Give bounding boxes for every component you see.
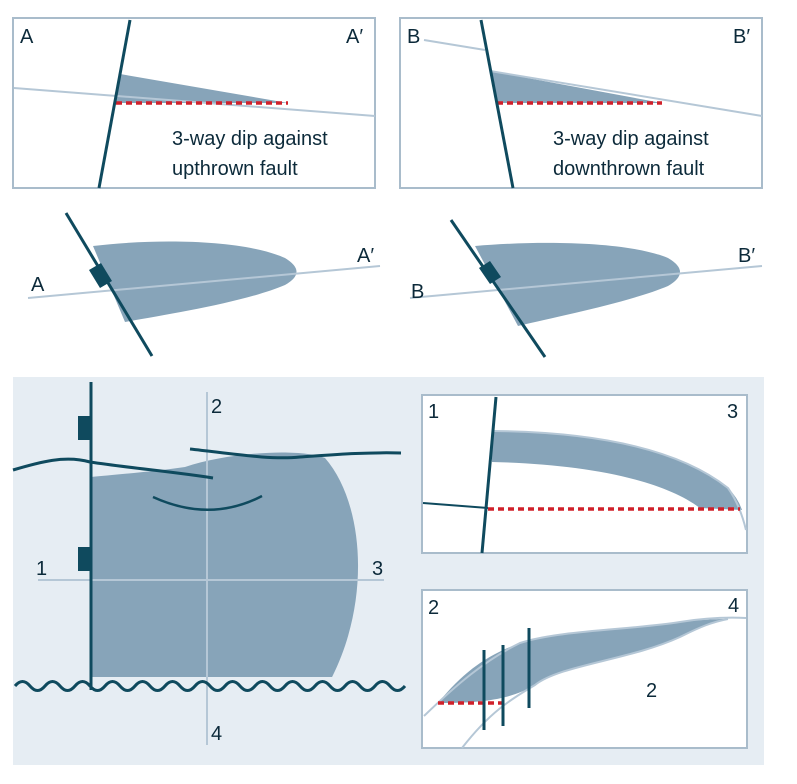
bottom-map-label-2: 2 bbox=[211, 396, 222, 418]
section-a-left-label: A bbox=[20, 26, 34, 48]
map-a-right-label: A′ bbox=[357, 245, 374, 267]
section-2-4-reservoir bbox=[438, 619, 728, 703]
section-1-3-right-label: 3 bbox=[727, 401, 738, 423]
section-2-4-left-label: 2 bbox=[428, 597, 439, 619]
bottom-map-contour-arc bbox=[152, 494, 263, 511]
section-2-4-lower-boundary bbox=[461, 618, 729, 749]
map-b-left-label: B bbox=[411, 281, 424, 303]
section-1-3-panel: 1 3 bbox=[421, 394, 748, 554]
section-b-right-label: B′ bbox=[733, 26, 750, 48]
section-1-3-left-label: 1 bbox=[428, 401, 439, 423]
map-a: A A′ bbox=[27, 212, 381, 357]
map-b-fault bbox=[449, 219, 547, 358]
section-b-caption-line1: 3-way dip against bbox=[553, 128, 709, 150]
bottom-map-fault-tick-upper bbox=[78, 416, 90, 440]
section-b-reservoir-left bbox=[423, 39, 486, 51]
section-a-panel: A A′ 3-way dip against upthrown fault bbox=[12, 17, 376, 189]
bottom-map-label-4: 4 bbox=[211, 723, 222, 745]
map-a-section-line bbox=[27, 265, 381, 299]
bottom-map-contour-left bbox=[12, 457, 214, 480]
bottom-map-closure bbox=[91, 452, 359, 677]
section-2-4-upper-boundary bbox=[423, 616, 747, 717]
map-b-closure bbox=[475, 242, 680, 326]
section-a-fault bbox=[97, 19, 132, 189]
map-a-closure bbox=[93, 241, 297, 322]
section-2-4-interior-label: 2 bbox=[646, 680, 657, 702]
bottom-map-fault-tick-lower bbox=[78, 547, 90, 571]
section-a-caption-line2: upthrown fault bbox=[172, 158, 298, 180]
section-1-3-left-line bbox=[422, 502, 489, 509]
map-a-fault bbox=[64, 212, 154, 357]
section-1-3-fault bbox=[480, 396, 498, 554]
section-a-closure-fill bbox=[116, 74, 288, 103]
bottom-map-contour-right bbox=[189, 447, 402, 460]
bottom-map-wavy-contour bbox=[13, 680, 407, 692]
bottom-map: 1 2 3 4 bbox=[12, 382, 407, 745]
section-2-4-right-label: 4 bbox=[728, 595, 739, 617]
section-a-reservoir-line bbox=[13, 87, 376, 117]
map-b-fault-tick bbox=[479, 261, 501, 284]
section-b-reservoir-right bbox=[489, 70, 763, 117]
map-a-left-label: A bbox=[31, 274, 45, 296]
section-a-right-label: A′ bbox=[346, 26, 363, 48]
section-b-left-label: B bbox=[407, 26, 420, 48]
section-2-4-panel: 2 4 2 bbox=[421, 589, 748, 749]
bottom-map-label-3: 3 bbox=[372, 558, 383, 580]
section-b-fault bbox=[479, 19, 515, 189]
section-b-caption-line2: downthrown fault bbox=[553, 158, 705, 180]
map-a-fault-tick bbox=[89, 263, 112, 288]
bottom-map-label-1: 1 bbox=[36, 558, 47, 580]
section-b-panel: B B′ 3-way dip against downthrown fault bbox=[399, 17, 763, 189]
map-b-section-line bbox=[409, 265, 763, 299]
section-1-3-reservoir bbox=[492, 431, 742, 510]
map-b: B B′ bbox=[409, 219, 763, 358]
section-a-caption-line1: 3-way dip against bbox=[172, 128, 328, 150]
map-b-right-label: B′ bbox=[738, 245, 755, 267]
section-2-4-frame bbox=[421, 589, 748, 749]
